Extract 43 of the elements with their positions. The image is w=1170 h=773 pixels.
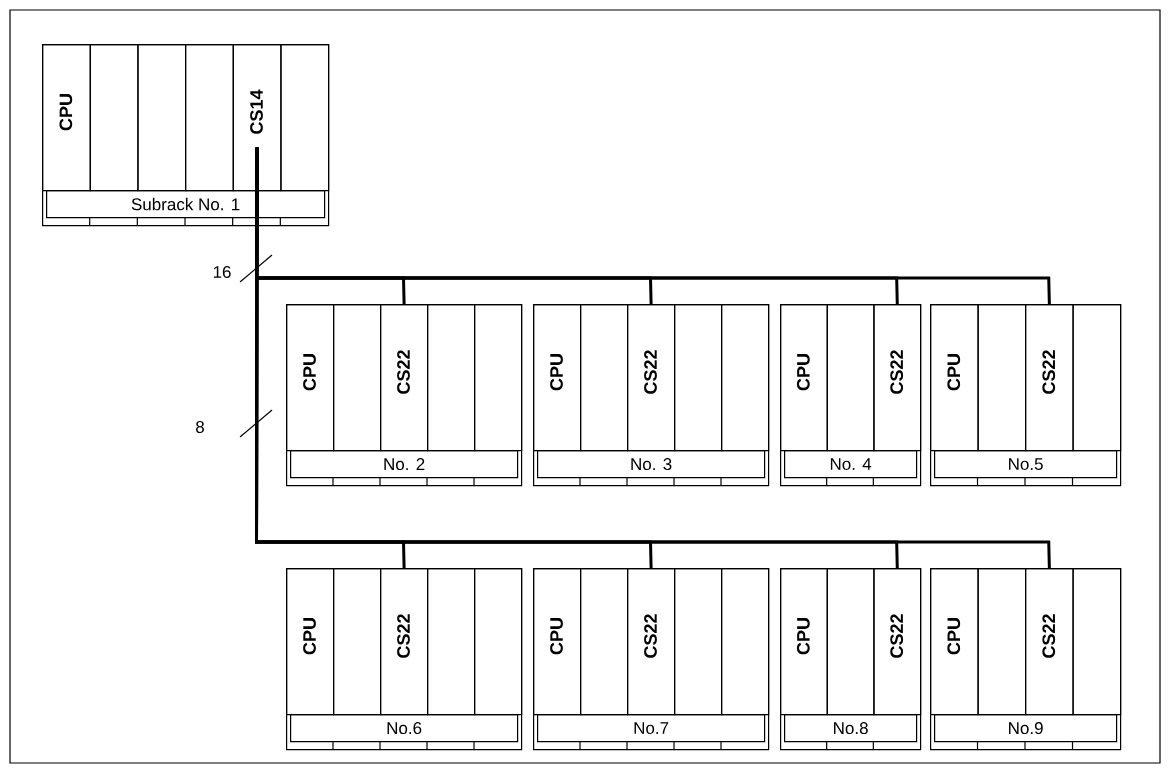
module-slot: [333, 304, 382, 452]
bus-width-label: 8: [196, 421, 204, 433]
module-slot: [427, 568, 476, 716]
module-slot: [721, 304, 770, 452]
module-slot: [427, 304, 476, 452]
module-slot: CS22: [873, 304, 922, 452]
module-slot: [474, 568, 523, 716]
module-slot: [826, 568, 875, 716]
module-slot: CS22: [380, 304, 429, 452]
module-slot: [580, 568, 629, 716]
module-slot: CS22: [627, 568, 676, 716]
module-slot: [721, 568, 770, 716]
module-slot: [280, 44, 330, 192]
module-slot: [185, 44, 234, 192]
module-slot: [580, 304, 629, 452]
module-slot: [674, 568, 723, 716]
module-slot: CPU: [930, 304, 979, 452]
module-slot: [1072, 304, 1122, 452]
module-slot: CPU: [533, 568, 582, 716]
module-slot: CPU: [533, 304, 582, 452]
module-slot: [89, 44, 139, 192]
module-slot: CS22: [1025, 568, 1074, 716]
module-slot: CS22: [873, 568, 922, 716]
module-slot: [137, 44, 187, 192]
module-slot: [977, 304, 1027, 452]
module-slot: [1072, 568, 1122, 716]
bus-width-label: 16: [213, 266, 231, 278]
module-slot: [333, 568, 382, 716]
module-slot: [674, 304, 723, 452]
module-slot: CPU: [780, 568, 828, 716]
module-slot: [977, 568, 1027, 716]
module-slot: CPU: [930, 568, 979, 716]
module-slot: CS14: [232, 44, 282, 192]
bus-line: [255, 147, 1051, 569]
module-slot: CPU: [780, 304, 828, 452]
module-slot: [474, 304, 523, 452]
module-slot: [826, 304, 875, 452]
module-slot: CS22: [1025, 304, 1074, 452]
module-slot: CS22: [380, 568, 429, 716]
module-slot: CPU: [286, 304, 335, 452]
module-slot: CS22: [627, 304, 676, 452]
module-slot: CPU: [286, 568, 335, 716]
module-slot: CPU: [42, 44, 91, 192]
